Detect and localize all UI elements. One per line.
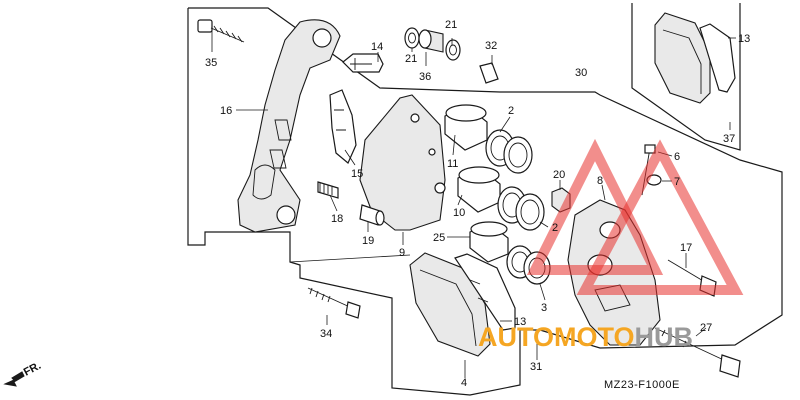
- bracket-plate-9: [359, 94, 446, 231]
- callout-label: 31: [530, 361, 542, 373]
- pin-19: [359, 204, 385, 226]
- seal-set-2-upper: [485, 129, 533, 174]
- callout-label: 21: [445, 19, 457, 31]
- callout-label: 16: [220, 105, 232, 117]
- brake-pads-4: [409, 252, 516, 357]
- diagram-code: MZ23-F1000E: [604, 379, 680, 391]
- bolt-35: [197, 19, 245, 43]
- watermark-moto: MOTO: [554, 322, 635, 352]
- callout-label: 18: [331, 213, 343, 225]
- callout-label: 20: [553, 169, 565, 181]
- front-direction-indicator: FR.: [3, 360, 43, 387]
- piston-10: [457, 166, 501, 213]
- callout-label: 13: [514, 316, 526, 328]
- pin-18: [317, 181, 339, 199]
- callout-label: 7: [674, 176, 680, 188]
- callout-label: 30: [575, 67, 587, 79]
- assembly-frame: [187, 3, 783, 396]
- watermark-hub: HUB: [635, 322, 694, 352]
- callout-label: 6: [674, 151, 680, 163]
- caliper-bracket-16: [237, 19, 341, 233]
- front-direction-label: FR.: [22, 360, 43, 379]
- callout-label: 3: [541, 302, 547, 314]
- watermark-triangle-right: [576, 139, 744, 295]
- brake-pads-37: [654, 12, 736, 104]
- callout-label: 25: [433, 232, 445, 244]
- clip-14: [342, 53, 384, 73]
- callout-label: 10: [453, 207, 465, 219]
- boot-32: [479, 62, 499, 84]
- bolt-34: [307, 287, 361, 319]
- callout-label: 11: [447, 158, 458, 170]
- callout-label: 8: [597, 175, 603, 187]
- front-arrow-icon: [3, 371, 25, 387]
- piston-11: [444, 104, 488, 151]
- callout-label: 2: [552, 222, 558, 234]
- seal-set-2-middle: [497, 186, 545, 231]
- leader-lines: [211, 30, 736, 378]
- callout-label: 15: [351, 168, 363, 180]
- watermark-text: AUTOMOTOHUB: [478, 322, 693, 352]
- callout-label: 27: [700, 322, 712, 334]
- callout-label: 2: [508, 105, 514, 117]
- callout-label: 36: [419, 71, 431, 83]
- watermark-auto: AUTO: [478, 322, 554, 352]
- callout-label: 13: [738, 33, 750, 45]
- callout-label: 14: [371, 41, 383, 53]
- bolt-27: [654, 327, 741, 378]
- callout-label: 9: [399, 247, 405, 259]
- watermark: AUTOMOTOHUB: [478, 138, 744, 352]
- callout-label: 19: [362, 235, 374, 247]
- seal-21b: [445, 39, 461, 61]
- callout-label: 21: [405, 53, 417, 65]
- pad-spring-15: [329, 89, 357, 164]
- callout-label: 37: [723, 133, 735, 145]
- callout-label: 35: [205, 57, 217, 69]
- piston-25: [469, 221, 509, 263]
- callout-label: 4: [461, 377, 467, 389]
- callout-label: 34: [320, 328, 332, 340]
- callout-label: 32: [485, 40, 497, 52]
- bushing-36: [418, 29, 444, 53]
- callout-labels: 35 16 14 21 21 36 32 30 2 11 15 10 18 19…: [205, 19, 750, 389]
- seal-21a: [404, 27, 420, 49]
- callout-label: 17: [680, 242, 692, 254]
